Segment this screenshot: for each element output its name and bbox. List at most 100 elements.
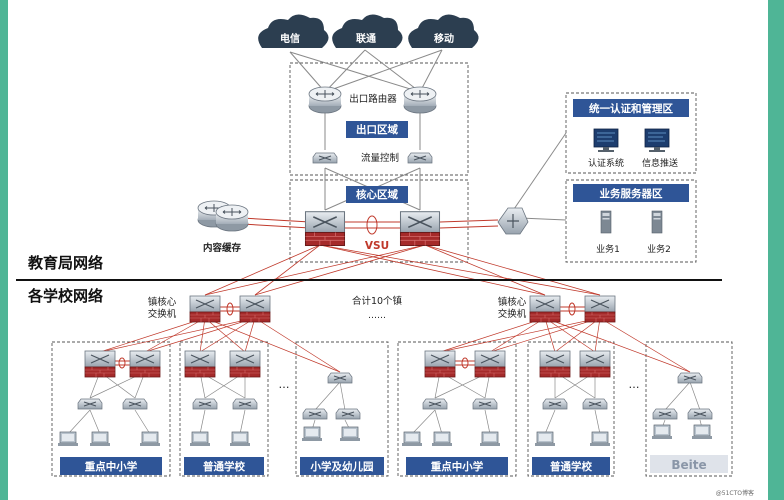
school4-access-b-icon	[472, 398, 498, 410]
school-box-3	[295, 341, 389, 477]
school-box-2	[179, 341, 269, 477]
school3-label: 小学及幼儿园	[310, 460, 374, 473]
school6-access-a-icon	[652, 408, 678, 420]
school1-pc-1-icon	[57, 431, 79, 447]
school-ellipsis-2: …	[629, 378, 640, 391]
school3-access-a-icon	[302, 408, 328, 420]
school2-core-b-icon	[229, 350, 261, 378]
vsu-link-ring	[366, 215, 378, 235]
cloud-telecom: 电信	[258, 14, 329, 49]
school4-pc-2-icon	[431, 431, 453, 447]
business-zone-title-box	[573, 184, 689, 202]
server-2-label: 业务2	[647, 243, 671, 255]
school4-core-b-icon	[474, 350, 506, 378]
flow-control-left-icon	[312, 152, 338, 164]
core-red-links	[241, 215, 499, 235]
school4-label: 重点中小学	[431, 460, 484, 473]
business-zone-box	[565, 179, 697, 263]
core-switch-left-icon	[304, 210, 346, 247]
school-box-6	[645, 341, 733, 477]
school-box-5	[527, 341, 615, 477]
school4-pc-1-icon	[401, 431, 423, 447]
school6-pc-2-icon	[691, 424, 713, 440]
town-core-left-label-1: 镇核心	[148, 296, 177, 308]
town-core-right-label-1: 镇核心	[498, 296, 527, 308]
school5-pc-2-icon	[589, 431, 611, 447]
school1-access-a-icon	[77, 398, 103, 410]
school1-label-box	[60, 457, 162, 475]
stack-links	[115, 302, 585, 369]
town-core-left-b-icon	[239, 295, 271, 323]
school6-core-icon	[677, 372, 703, 384]
town-core-right-b-icon	[584, 295, 616, 323]
school5-pc-1-icon	[534, 431, 556, 447]
school2-label-box	[184, 457, 264, 475]
server-1-label: 业务1	[596, 243, 620, 255]
school6-label-box	[650, 455, 728, 473]
school1-core-b-icon	[129, 350, 161, 378]
bureau-network-heading: 教育局网络	[27, 254, 103, 272]
cloud-unicom-label: 联通	[356, 32, 376, 45]
cloud-telecom-label: 电信	[280, 32, 300, 45]
schools-network-heading: 各学校网络	[27, 287, 103, 305]
watermark: @51CTO博客	[716, 489, 754, 497]
school5-access-b-icon	[582, 398, 608, 410]
school1-pc-3-icon	[139, 431, 161, 447]
core-zone-title-box	[346, 186, 408, 203]
school6-label: Beite	[671, 458, 706, 472]
content-cache-label: 内容缓存	[203, 242, 242, 254]
flow-control-right-icon	[407, 152, 433, 164]
school5-access-a-icon	[542, 398, 568, 410]
school1-access-b-icon	[122, 398, 148, 410]
cloud-mobile: 移动	[408, 14, 479, 49]
school-ellipsis-1: …	[279, 378, 290, 391]
town-dots: ……	[368, 311, 386, 321]
auth-system-label: 认证系统	[588, 157, 624, 169]
school6-pc-1-icon	[651, 424, 673, 440]
egress-router-left-icon	[308, 86, 342, 114]
core-zone-title: 核心区域	[356, 188, 398, 201]
school1-core-a-icon	[84, 350, 116, 378]
egress-zone-title-box	[346, 121, 408, 138]
core-switch-right-icon	[399, 210, 441, 247]
town-core-right-label-2: 交换机	[498, 308, 527, 320]
school4-label-box	[406, 457, 508, 475]
core-to-town-links	[204, 244, 601, 296]
egress-router-label: 出口路由器	[349, 93, 397, 105]
school3-access-b-icon	[335, 408, 361, 420]
school1-pc-2-icon	[89, 431, 111, 447]
school5-core-a-icon	[539, 350, 571, 378]
auth-zone-title-box	[573, 99, 689, 117]
town-to-school-links	[99, 317, 691, 373]
town-core-left-a-icon	[189, 295, 221, 323]
egress-zone-title: 出口区域	[356, 123, 398, 136]
vsu-label: VSU	[365, 240, 389, 252]
school2-core-a-icon	[184, 350, 216, 378]
server-2-icon	[651, 210, 663, 234]
school3-core-icon	[327, 372, 353, 384]
auth-zone-title: 统一认证和管理区	[589, 102, 673, 115]
school1-label: 重点中小学	[85, 460, 138, 473]
flow-control-label: 流量控制	[361, 152, 399, 164]
town-core-right-a-icon	[529, 295, 561, 323]
school-box-4	[397, 341, 517, 477]
school3-label-box	[300, 457, 384, 475]
school3-pc-2-icon	[339, 426, 361, 442]
school-box-1	[51, 341, 171, 477]
school5-label: 普通学校	[550, 460, 592, 473]
school6-access-b-icon	[687, 408, 713, 420]
school2-access-b-icon	[232, 398, 258, 410]
school2-pc-2-icon	[229, 431, 251, 447]
town-total-label: 合计10个镇	[352, 295, 403, 307]
town-core-left-label-2: 交换机	[148, 308, 177, 320]
school2-pc-1-icon	[189, 431, 211, 447]
school5-label-box	[532, 457, 610, 475]
access-tree-links	[67, 371, 703, 435]
school3-pc-1-icon	[301, 426, 323, 442]
egress-router-right-icon	[403, 86, 437, 114]
school4-pc-3-icon	[479, 431, 501, 447]
info-push-label: 信息推送	[642, 157, 678, 169]
school2-access-a-icon	[192, 398, 218, 410]
content-cache-icon-2	[215, 204, 249, 232]
